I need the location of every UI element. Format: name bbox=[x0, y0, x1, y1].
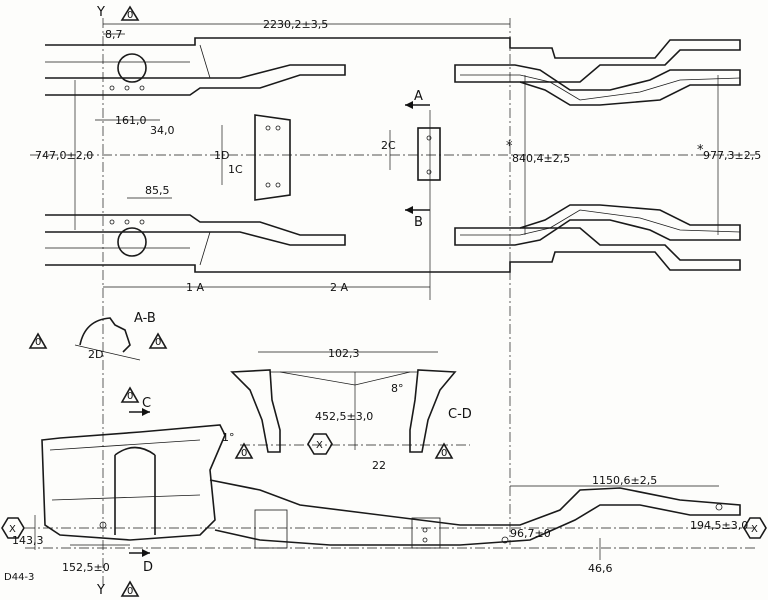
dim-1150-6: 1150,6±2,5 bbox=[592, 474, 657, 487]
datum-hexagon-icon bbox=[743, 517, 767, 539]
section-ab-profile bbox=[79, 317, 131, 353]
label-1d: 1D bbox=[214, 149, 229, 162]
datum-zero-label: 0 bbox=[127, 391, 133, 402]
dim-8-7: 8,7 bbox=[105, 28, 123, 41]
datum-triangle-icon bbox=[120, 580, 140, 597]
dim-overall-length: 2230,2±3,5 bbox=[263, 18, 328, 31]
datum-x-label: X bbox=[316, 440, 323, 451]
label-1c: 1C bbox=[228, 163, 243, 176]
y-axis-label-bottom: Y bbox=[96, 583, 105, 598]
label-2d: 2D bbox=[88, 348, 103, 361]
datum-zero-label: 0 bbox=[155, 337, 161, 348]
datum-zero-label: 0 bbox=[127, 586, 133, 597]
label-1a: 1 A bbox=[186, 281, 204, 294]
datum-triangle-icon bbox=[120, 386, 140, 403]
datum-triangle-icon bbox=[234, 442, 254, 459]
datum-x-label: X bbox=[9, 524, 16, 535]
datum-triangle-icon bbox=[28, 332, 48, 349]
dim-143-3: 143,3 bbox=[12, 534, 44, 547]
datum-triangle-icon bbox=[148, 332, 168, 349]
angle-8: 8° bbox=[391, 382, 404, 395]
datum-zero-label: 0 bbox=[35, 337, 41, 348]
star-mark: * bbox=[697, 143, 704, 158]
section-label-a: A bbox=[414, 89, 423, 104]
datum-triangle-icon bbox=[434, 442, 454, 459]
dim-85-5: 85,5 bbox=[145, 184, 170, 197]
label-2a: 2 A bbox=[330, 281, 348, 294]
dim-840: 840,4±2,5 bbox=[512, 152, 570, 165]
datum-zero-label: 0 bbox=[127, 10, 133, 21]
section-label-c: C bbox=[142, 396, 151, 411]
dim-161-0: 161,0 bbox=[115, 114, 147, 127]
datum-hexagon-icon bbox=[1, 517, 25, 539]
spring-seat-lower bbox=[117, 227, 147, 257]
drawing-code: D44-3 bbox=[4, 572, 34, 583]
star-mark: * bbox=[506, 139, 513, 154]
angle-1: 1° bbox=[222, 431, 235, 444]
dim-22: 22 bbox=[372, 459, 386, 472]
section-ab-title: A-B bbox=[134, 311, 156, 326]
dim-194-5: 194,5±3,0 bbox=[690, 519, 748, 532]
section-cd-view bbox=[230, 351, 470, 453]
datum-zero-label: 0 bbox=[241, 448, 247, 459]
dim-96-7: 96,7±0 bbox=[510, 527, 551, 540]
dim-34-0: 34,0 bbox=[150, 124, 175, 137]
dim-977: 977,3±2,5 bbox=[703, 149, 761, 162]
section-cd-title: C-D bbox=[448, 407, 472, 422]
bracket-2c bbox=[417, 127, 441, 181]
y-axis-label-top: Y bbox=[96, 5, 105, 20]
datum-zero-label: 0 bbox=[441, 448, 447, 459]
lower-side-rail bbox=[45, 204, 741, 273]
section-label-d: D bbox=[143, 560, 153, 575]
datum-hexagon-icon bbox=[307, 433, 333, 455]
upper-side-rail bbox=[45, 37, 741, 106]
section-label-b: B bbox=[414, 215, 423, 230]
dim-747: 747,0±2,0 bbox=[35, 149, 93, 162]
datum-x-label: X bbox=[751, 524, 758, 535]
side-view-frame bbox=[25, 424, 755, 560]
datum-triangle-icon bbox=[120, 5, 140, 21]
dim-102-3: 102,3 bbox=[328, 347, 360, 360]
label-2c: 2C bbox=[381, 139, 396, 152]
dim-46-6: 46,6 bbox=[588, 562, 613, 575]
dim-452-5: 452,5±3,0 bbox=[315, 410, 373, 423]
crossmember-plate bbox=[254, 114, 291, 201]
spring-seat-upper bbox=[117, 53, 147, 83]
dim-152-5: 152,5±0 bbox=[62, 561, 110, 574]
